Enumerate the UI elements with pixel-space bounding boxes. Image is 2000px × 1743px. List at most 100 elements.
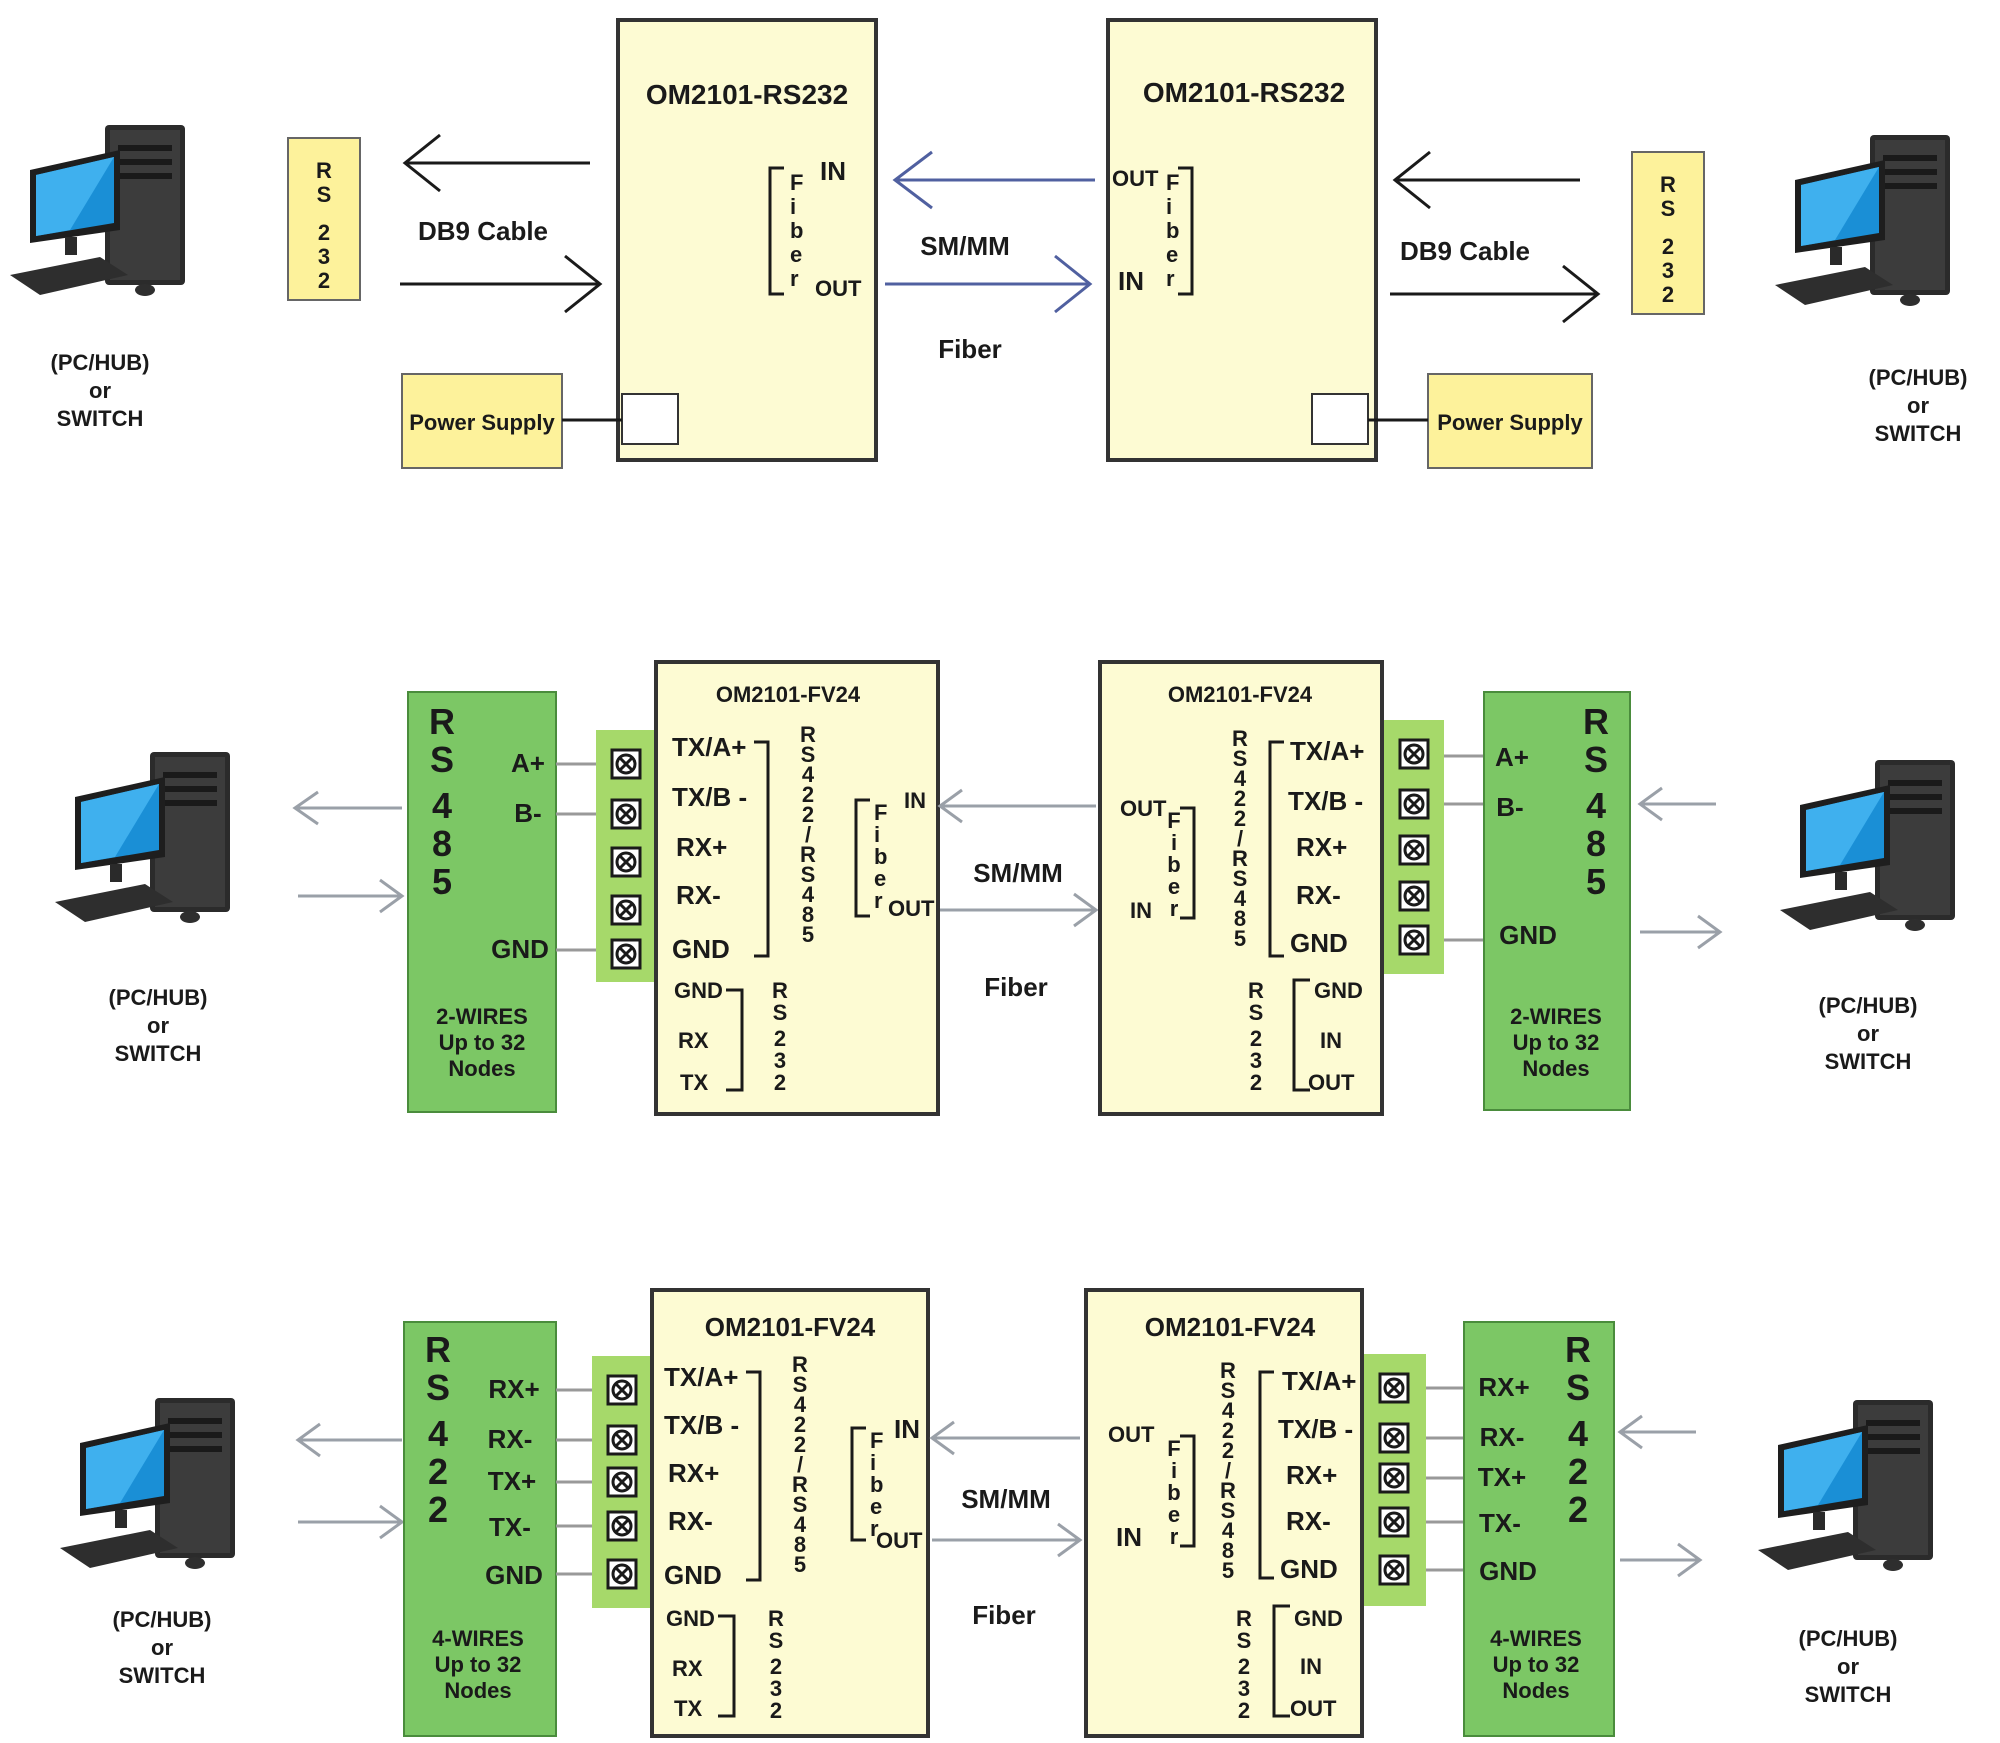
rs232-pin-label: OUT (1290, 1696, 1337, 1721)
vert-char: S (1221, 1378, 1236, 1403)
vert-char: 4 (1222, 1398, 1235, 1423)
terminal-label: RX- (676, 880, 721, 910)
pc-label-line2: or (1857, 1021, 1879, 1046)
diagram-rs422: (PC/HUB) or SWITCH R S 4 2 2 RX+ RX- TX+… (60, 1288, 1933, 1738)
terminal-screw-icon (1378, 1554, 1410, 1586)
wires-label: Up to 32 (435, 1652, 522, 1677)
vert-char: 4 (794, 1512, 807, 1537)
rs422-rs485-vertical: R S 4 2 2 / R S 4 8 5 (1232, 726, 1248, 951)
rs232-pin-label: IN (1320, 1028, 1342, 1053)
vert-char: / (1237, 826, 1243, 851)
terminal-screw-icon (1398, 924, 1430, 956)
rs422-char: R (425, 1329, 451, 1370)
rs232-char: S (317, 182, 332, 207)
fiber-label: Fiber (972, 1600, 1036, 1630)
fiber-char: i (870, 1450, 876, 1475)
fiber-in-label: IN (894, 1414, 920, 1444)
pc-icon (1758, 1400, 1933, 1571)
rs422-char: S (426, 1367, 450, 1408)
vert-char: 3 (1250, 1048, 1262, 1073)
vert-char: 4 (1222, 1518, 1235, 1543)
terminal-label: RX+ (1286, 1460, 1337, 1490)
pc-label-line1: (PC/HUB) (1819, 993, 1918, 1018)
terminal-screw-icon (610, 846, 642, 878)
vert-char: 8 (794, 1532, 806, 1557)
wires-label: 4-WIRES (432, 1626, 524, 1651)
fiber-char: b (1167, 852, 1180, 877)
fiber-char: F (790, 170, 803, 195)
fiber-char: F (874, 800, 887, 825)
pc-icon (60, 1398, 235, 1569)
diagram-rs232: (PC/HUB) or SWITCH R S 2 3 2 DB9 Cable O… (10, 18, 1968, 469)
rs485-char: 4 (432, 785, 452, 826)
pc-icon (1775, 135, 1950, 306)
power-supply-label: Power Supply (1437, 410, 1583, 435)
signal-label: RX+ (488, 1374, 539, 1404)
vert-char: 2 (1238, 1698, 1250, 1723)
vert-char: 2 (802, 782, 814, 807)
vert-char: 4 (802, 882, 815, 907)
vert-char: S (1233, 866, 1248, 891)
vert-char: / (797, 1452, 803, 1477)
fiber-char: e (1168, 874, 1180, 899)
signal-label: RX- (488, 1424, 533, 1454)
vert-char: 2 (802, 802, 814, 827)
vert-char: R (1236, 1606, 1252, 1631)
vert-char: R (792, 1472, 808, 1497)
terminal-label: RX- (668, 1506, 713, 1536)
vert-char: R (1220, 1358, 1236, 1383)
vert-char: 2 (794, 1432, 806, 1457)
signal-label: GND (485, 1560, 543, 1590)
pc-label-line2: or (1907, 393, 1929, 418)
sm-mm-label: SM/MM (961, 1484, 1051, 1514)
fiber-char: F (1167, 808, 1180, 833)
vert-char: R (772, 978, 788, 1003)
terminal-label: RX+ (668, 1458, 719, 1488)
vert-char: 2 (1222, 1438, 1234, 1463)
power-port (1311, 393, 1369, 445)
rs485-char: 4 (1586, 785, 1606, 826)
terminal-label: TX/B - (664, 1410, 739, 1440)
terminal-label: TX/A+ (1282, 1366, 1356, 1396)
device-title: OM2101-FV24 (716, 682, 861, 707)
terminal-screw-icon (1398, 834, 1430, 866)
fiber-char: r (1170, 896, 1179, 921)
rs232-char: S (1661, 196, 1676, 221)
rs232-pin-label: RX (672, 1656, 703, 1681)
pc-label-line1: (PC/HUB) (1869, 365, 1968, 390)
vert-char: 8 (1222, 1538, 1234, 1563)
rs232-char: 2 (1662, 282, 1674, 307)
rs485-char: 8 (432, 823, 452, 864)
rs422-char: S (1566, 1367, 1590, 1408)
signal-label: TX- (489, 1512, 531, 1542)
om2101-fv24-right (1098, 660, 1384, 1116)
vert-char: S (793, 1492, 808, 1517)
fiber-char: i (790, 194, 796, 219)
pc-label-line2: or (151, 1635, 173, 1660)
terminal-screw-icon (610, 938, 642, 970)
db9-cable-label: DB9 Cable (418, 216, 548, 246)
fiber-char: e (870, 1494, 882, 1519)
rs422-char: 2 (1568, 1489, 1588, 1530)
fiber-in-label: IN (1130, 898, 1152, 923)
rs485-panel-right (1483, 691, 1631, 1111)
power-supply-left (401, 373, 563, 469)
terminal-screw-icon (1378, 1372, 1410, 1404)
fiber-char: e (1168, 1502, 1180, 1527)
wires-label: Up to 32 (1513, 1030, 1600, 1055)
terminal-screw-icon (610, 894, 642, 926)
fiber-label: Fiber (984, 972, 1048, 1002)
om2101-fv24-left (650, 1288, 930, 1738)
rs485-char: 5 (432, 861, 452, 902)
signal-label: TX+ (488, 1466, 536, 1496)
rs232-pin-label: GND (666, 1606, 715, 1631)
pc-label-line1: (PC/HUB) (109, 985, 208, 1010)
terminal-label: TX/B - (672, 782, 747, 812)
vert-char: 2 (1250, 1026, 1262, 1051)
fiber-out-label: OUT (1108, 1422, 1155, 1447)
rs232-pin-label: RX (678, 1028, 709, 1053)
fiber-char: b (874, 844, 887, 869)
vert-char: S (773, 1000, 788, 1025)
fiber-char: F (1166, 170, 1179, 195)
